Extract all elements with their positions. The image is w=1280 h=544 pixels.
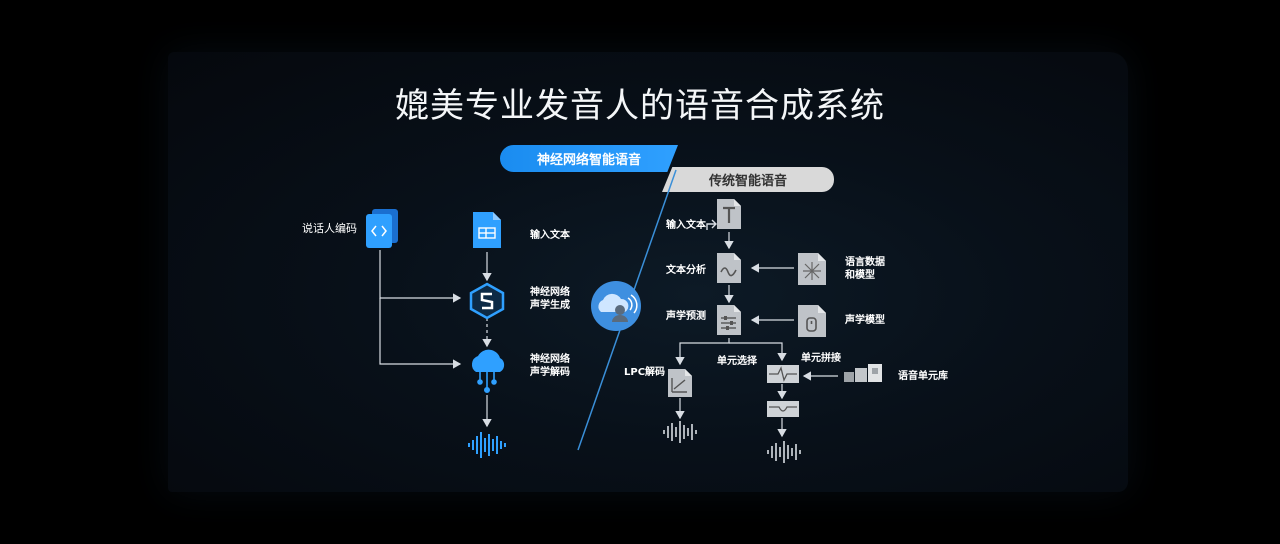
- label-language-data-line1: 语言数据: [845, 257, 885, 268]
- banner-neural-label: 神经网络智能语音: [536, 153, 641, 168]
- language-data-icon: [798, 253, 826, 285]
- label-unit-library: 语音单元库: [898, 371, 948, 382]
- arrow-prediction-to-selection: [729, 342, 787, 362]
- unit-selection-wave-icon: [767, 365, 799, 383]
- arrow-speaker-to-generation: [379, 250, 462, 303]
- lpc-waveform-icon: [663, 421, 697, 443]
- label-neural-input-text: 输入文本: [530, 230, 570, 241]
- arrow-speaker-to-decode: [379, 298, 462, 369]
- label-language-data-line2: 和模型: [845, 270, 875, 281]
- neural-waveform-icon: [468, 432, 506, 458]
- unit-concat-wave-icon: [767, 401, 799, 417]
- arrow-prediction-to-lpc: [675, 338, 730, 366]
- input-text-doc-icon: [473, 212, 501, 248]
- label-neural-generation-line2: 声学生成: [530, 300, 570, 311]
- label-acoustic-prediction: 声学预测: [666, 311, 706, 322]
- label-neural-decode-line2: 声学解码: [530, 367, 570, 378]
- cloud-speaker-icon: [591, 281, 641, 331]
- lpc-decode-doc-icon: [668, 369, 692, 397]
- neural-generation-icon: [469, 282, 505, 320]
- banner-neural-voice: 神经网络智能语音: [500, 145, 678, 172]
- label-lpc-decode: LPC解码: [624, 367, 666, 378]
- label-speaker-encoding: 说话人编码: [302, 222, 357, 235]
- speaker-encoding-icon: [366, 209, 398, 248]
- acoustic-prediction-doc-icon: [717, 305, 741, 335]
- trad-input-text-doc-icon: [717, 199, 741, 229]
- label-trad-input-text: 输入文本: [666, 220, 706, 231]
- slide-background: [168, 52, 1128, 492]
- acoustic-model-icon: [798, 305, 826, 337]
- label-text-analysis: 文本分析: [666, 265, 706, 276]
- label-neural-decode: 神经网络 声学解码: [530, 353, 570, 379]
- label-neural-generation: 神经网络 声学生成: [530, 286, 570, 312]
- slide-title: 媲美专业发音人的语音合成系统: [395, 86, 885, 126]
- label-language-data: 语言数据 和模型: [845, 256, 885, 282]
- banner-traditional-label: 传统智能语音: [708, 174, 787, 189]
- label-neural-generation-line1: 神经网络: [530, 287, 570, 298]
- cloud-decode-icon: [471, 349, 505, 393]
- unit-library-cubes-icon: [844, 364, 882, 382]
- concat-waveform-icon: [767, 441, 801, 463]
- label-unit-concat: 单元拼接: [801, 353, 841, 364]
- banner-traditional-voice: 传统智能语音: [662, 167, 834, 192]
- label-unit-selection: 单元选择: [717, 356, 757, 367]
- input-arrow-icon: [706, 219, 717, 230]
- label-neural-decode-line1: 神经网络: [530, 354, 570, 365]
- text-analysis-doc-icon: [717, 253, 741, 283]
- label-acoustic-model: 声学模型: [845, 315, 885, 326]
